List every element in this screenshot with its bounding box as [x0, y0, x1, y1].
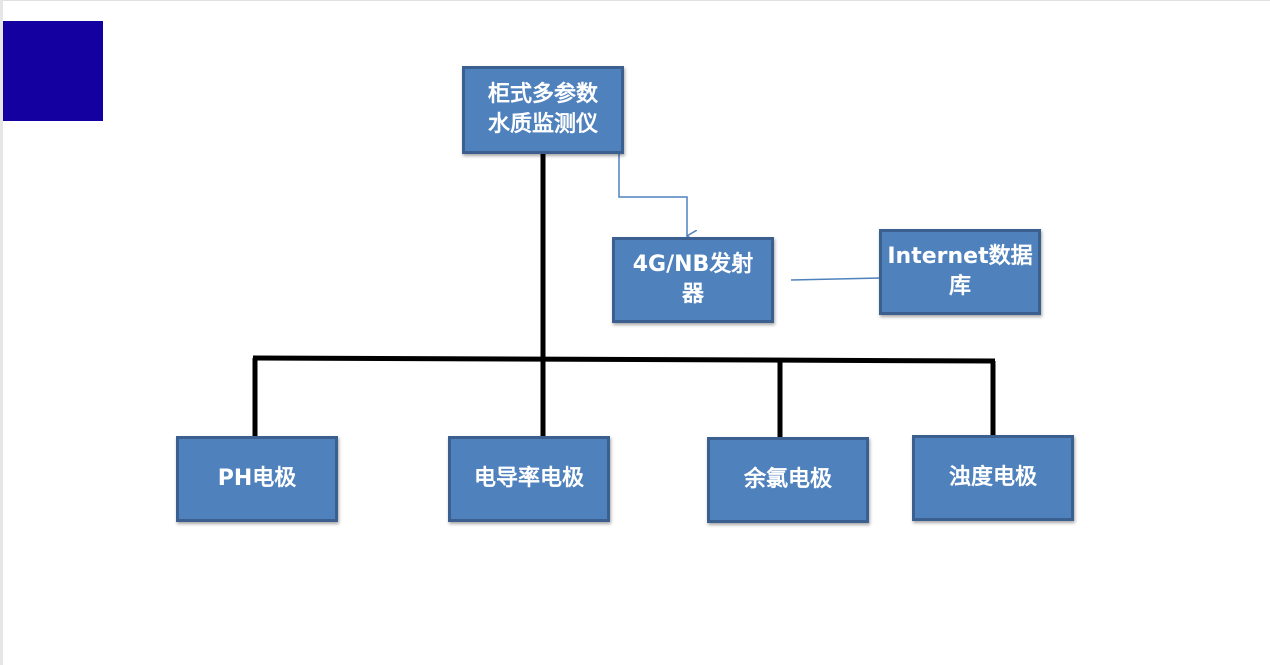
sensor-box-residual-chlorine: 余氯电极 [707, 437, 869, 523]
main-instrument-label-line2: 水质监测仪 [487, 112, 598, 137]
sensor-label-conductivity: 电导率电极 [473, 466, 584, 491]
bus-line [252, 355, 996, 364]
sensor-box-conductivity: 电导率电极 [448, 436, 610, 522]
database-label-line1: Internet数据 [887, 244, 1033, 269]
left-border [0, 0, 3, 665]
main-instrument-box: 柜式多参数 水质监测仪 [462, 66, 624, 154]
sensor-label-turbidity: 浊度电极 [948, 465, 1037, 490]
main-instrument-label-line1: 柜式多参数 [487, 82, 598, 107]
sensor-box-turbidity: 浊度电极 [912, 435, 1074, 521]
link-line-to-database [790, 277, 882, 281]
database-label-line2: 库 [948, 274, 971, 299]
sensor-label-ph: PH电极 [217, 466, 297, 491]
transmitter-label-line1: 4G/NB发射 [632, 252, 754, 277]
sensor-box-ph: PH电极 [176, 436, 338, 522]
top-border [0, 0, 1270, 1]
elbow-arrow-to-transmitter [618, 154, 687, 236]
transmitter-label-line2: 器 [681, 282, 704, 307]
sensor-label-residual-chlorine: 余氯电极 [743, 467, 832, 492]
transmitter-box: 4G/NB发射 器 [612, 237, 774, 323]
database-box: Internet数据 库 [879, 229, 1041, 315]
corner-decoration-square [3, 21, 103, 121]
